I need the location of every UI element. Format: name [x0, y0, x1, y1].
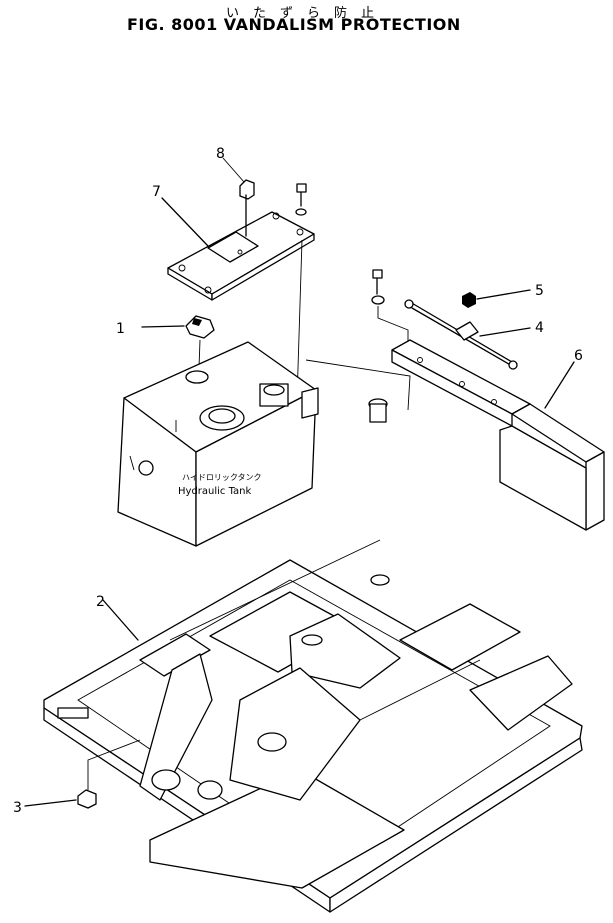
- small-cap-part-3: [24, 739, 141, 809]
- bolt-cover: [295, 183, 307, 401]
- cover-bracket-part-6: [391, 339, 605, 531]
- cover-plate-part-7: [167, 211, 315, 301]
- callout-4: 4: [535, 320, 544, 336]
- tank-label-japanese: ハイドロリックタンク: [182, 473, 262, 482]
- callout-7: 7: [152, 184, 161, 200]
- nut-part-5: [462, 289, 531, 308]
- lock-part-8: [222, 157, 255, 237]
- callout-6: 6: [574, 348, 583, 364]
- hydraulic-tank: ハイドロリックタンク Hydraulic Tank: [117, 341, 319, 547]
- callout-1: 1: [116, 321, 125, 337]
- stay-part-4: [404, 299, 531, 370]
- figure-title: FIG. 8001 VANDALISM PROTECTION: [127, 15, 461, 34]
- callout-2: 2: [96, 594, 105, 610]
- callout-5: 5: [535, 283, 544, 299]
- callout-8: 8: [216, 146, 225, 162]
- tank-label-english: Hydraulic Tank: [178, 486, 252, 497]
- revolving-frame-part-2: [43, 398, 583, 913]
- callout-3: 3: [13, 800, 22, 816]
- bolt-bracket: [371, 269, 409, 346]
- tank-cap-part-1: [141, 315, 215, 369]
- figure-title-japanese: いたずら防止: [226, 6, 389, 21]
